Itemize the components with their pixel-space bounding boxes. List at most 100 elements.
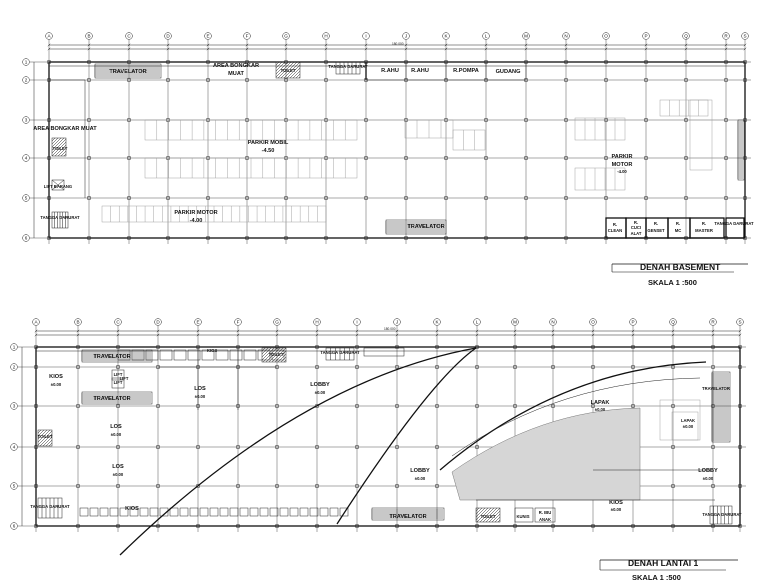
basement-col-bubble-Q: Q [682,32,690,40]
basement-title-block: DENAH BASEMENT SKALA 1 :500 [611,262,748,287]
lantai1-col-label: C [116,320,120,325]
lantai1-room-label: KIOS [125,506,139,512]
basement-room-label: PARKIR MOTOR [174,210,217,216]
basement-row-label: 6 [25,236,28,241]
lantai1-col-label: N [551,320,554,325]
lantai1-room-label: ±0.00 [111,432,122,437]
basement-room-label: R.AHU [381,68,399,74]
basement-room-label: TRAVELATOR [109,69,146,75]
basement-room-label: TANGGA DARURAT [40,215,80,220]
basement-row-label: 1 [25,60,28,65]
basement-col-label: O [604,34,608,39]
lantai1-col-bubble-G: G [273,318,281,326]
lantai1-room-label: ±0.00 [703,476,714,481]
basement-col-label: C [127,34,131,39]
basement-col-bubble-A: A [45,32,53,40]
basement-col-label: E [206,34,209,39]
lantai1-title-block: DENAH LANTAI 1 SKALA 1 :500 [599,558,738,582]
lantai1-col-label: K [435,320,439,325]
basement-col-label: F [246,34,249,39]
basement-room-label: ALAT [631,231,642,236]
basement-col-bubble-N: N [562,32,570,40]
lantai1-col-bubble-I: I [353,318,361,326]
basement-room-label: AREA BONGKAR [213,63,259,69]
lantai1-col-label: J [396,320,398,325]
lantai1-col-label: S [738,320,741,325]
basement-plan-title: DENAH BASEMENT [640,262,721,272]
lantai1-room-label: ±0.00 [683,424,694,429]
basement-room-label: CUCI [631,225,641,230]
lantai1-room-label: TRAVELATOR [389,514,426,520]
basement-col-label: G [284,34,288,39]
lantai1-col-label: M [513,320,517,325]
lantai1-col-label: B [76,320,79,325]
basement-col-bubble-C: C [125,32,133,40]
lantai1-row-bubble-1: 1 [10,343,18,351]
lantai1-col-bubble-D: D [154,318,162,326]
basement-room-label: TOILET [281,68,296,73]
basement-col-bubble-I: I [362,32,370,40]
basement-row-bubble-2: 2 [22,76,30,84]
basement-room-label: TRAVELATOR [407,224,444,230]
basement-room-label: MC [675,228,682,233]
basement-room-label: TOILET [53,146,68,151]
basement-col-bubble-O: O [602,32,610,40]
basement-col-label: B [87,34,90,39]
lantai1-col-label: H [315,320,318,325]
basement-col-bubble-F: F [243,32,251,40]
lantai1-room-label: KUNIS [516,514,529,519]
lantai1-row-label: 6 [13,524,16,529]
lantai1-row-label: 1 [13,345,16,350]
basement-col-bubble-M: M [522,32,530,40]
lantai1-col-bubble-B: B [74,318,82,326]
lantai1-row-bubble-4: 4 [10,443,18,451]
lantai1-row-label: 2 [13,365,16,370]
lantai1-plan-scale: SKALA 1 :500 [632,573,681,582]
lantai1-col-label: O [591,320,595,325]
lantai1-room-label: KIOS [49,374,63,380]
lantai1-row-label: 3 [13,404,16,409]
lantai1-room-label: LIFT [114,380,123,385]
basement-room-label: R. [613,222,617,227]
lantai1-col-bubble-O: O [589,318,597,326]
lantai1-plan-title: DENAH LANTAI 1 [628,558,698,568]
lantai1-col-label: E [196,320,199,325]
basement-room-label: -4.00 [190,218,203,224]
basement-col-label: R [724,34,728,39]
basement-row-bubble-6: 6 [22,234,30,242]
lantai1-col-label: R [711,320,715,325]
lantai1-room-label: LAPAK [681,418,695,423]
basement-room-label: TANGGA DARURAT [328,64,368,69]
basement-plan-scale: SKALA 1 :500 [648,278,697,287]
lantai1-room-label: LOS [112,464,124,470]
basement-room-label: R.AHU [411,68,429,74]
lantai1-col-label: I [356,320,357,325]
lantai1-room-label: ANAK [539,517,551,522]
basement-room-label: PARKIR MOBIL [248,140,289,146]
basement-col-bubble-P: P [642,32,650,40]
lantai1-col-label: L [476,320,479,325]
lantai1-col-bubble-E: E [194,318,202,326]
lantai1-col-label: D [156,320,160,325]
lantai1-room-label: R. IBU [539,510,552,515]
lantai1-col-label: F [237,320,240,325]
basement-room-label: R. [676,221,680,226]
basement-room-label: GUDANG [496,69,521,75]
lantai1-row-label: 4 [13,445,16,450]
basement-row-bubble-3: 3 [22,116,30,124]
lantai1-room-label: LOS [110,424,122,430]
basement-row-label: 4 [25,156,28,161]
basement-room-label: MASTER [695,228,713,233]
basement-col-label: K [444,34,448,39]
lantai1-col-bubble-S: S [736,318,744,326]
lantai1-col-bubble-N: N [549,318,557,326]
lantai1-col-bubble-C: C [114,318,122,326]
lantai1-col-bubble-J: J [393,318,401,326]
lantai1-room-label: ±0.00 [51,382,62,387]
basement-row-bubble-5: 5 [22,194,30,202]
basement-overall-dimension: 180.000 [392,42,404,46]
lantai1-room-label: KIOS [609,500,623,506]
lantai1-room-label: LIFT [120,376,129,381]
basement-col-label: P [644,34,647,39]
